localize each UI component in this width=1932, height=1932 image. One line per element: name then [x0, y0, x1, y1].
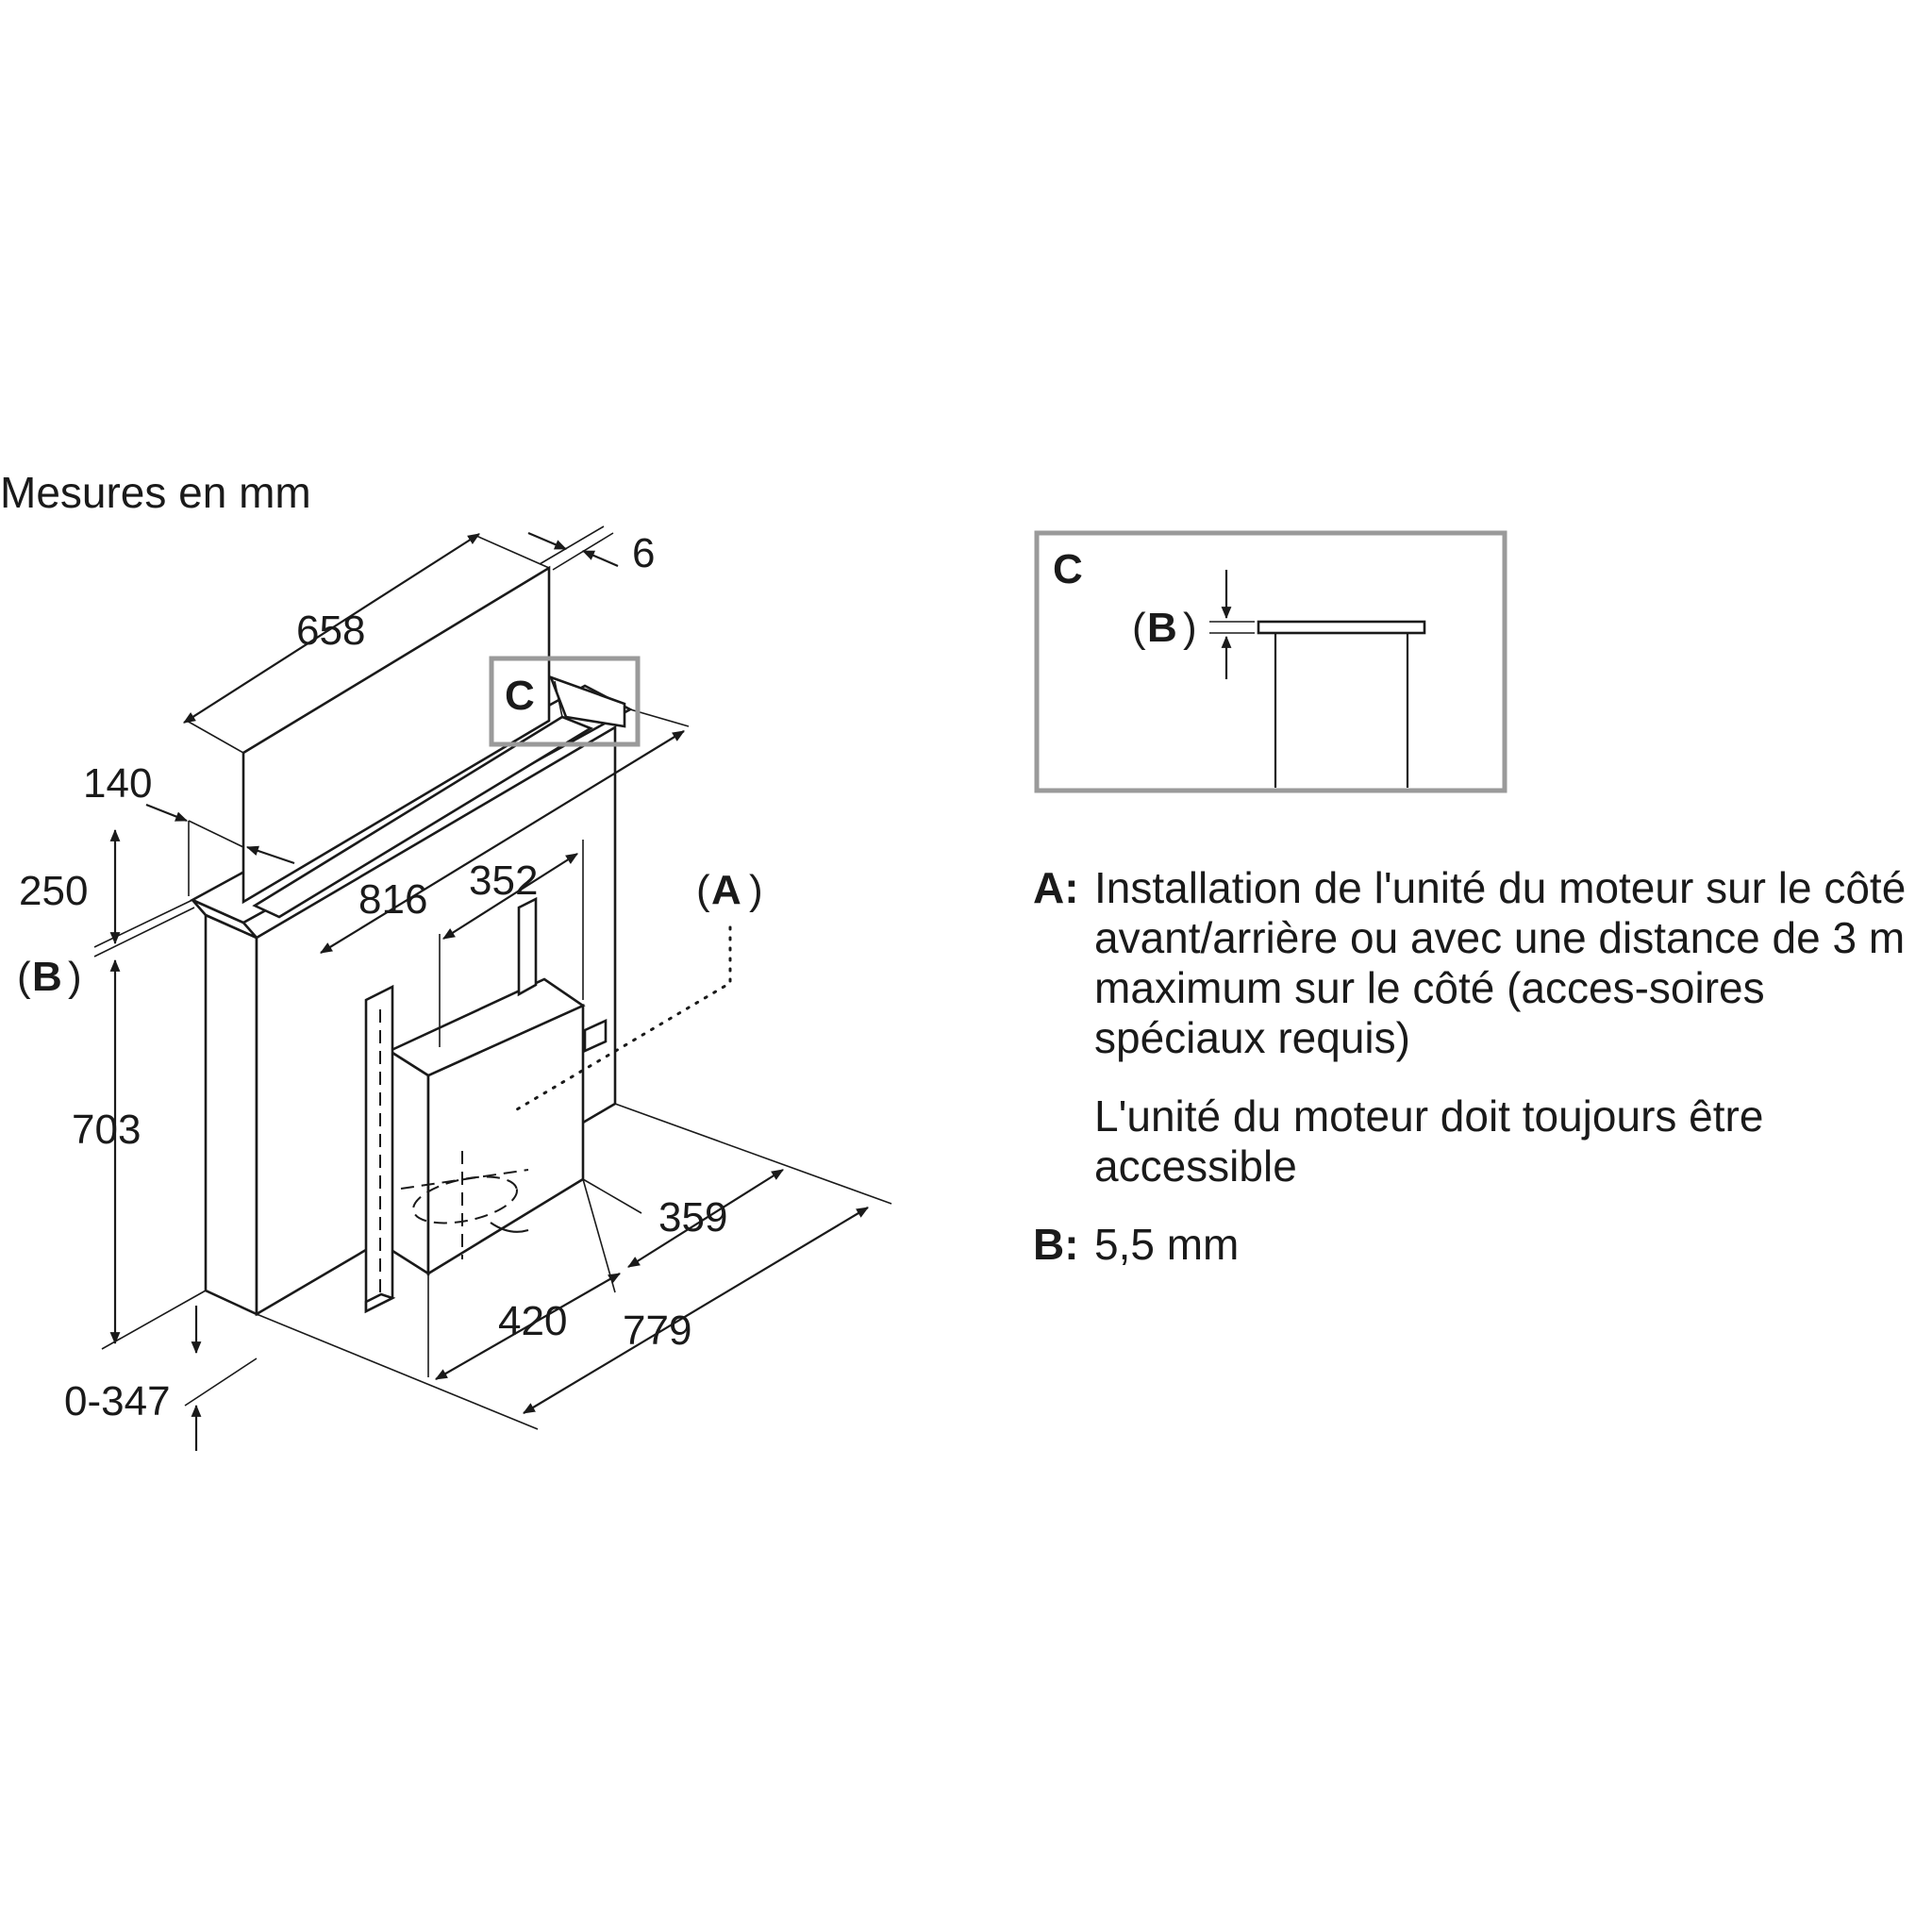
legend-b-text: 5,5 mm — [1094, 1220, 1240, 1269]
detail-c-callout-label: C — [505, 673, 535, 719]
dimension-420: 420 — [498, 1298, 567, 1344]
cabinet-front-face — [204, 912, 258, 1317]
legend-b-key: B: — [1033, 1220, 1079, 1269]
motor-unit-top — [387, 977, 586, 1077]
dimension-b-paren-open: ( — [17, 954, 31, 1000]
dimension-a-paren-open: ( — [696, 867, 710, 913]
downdraft-hood-drawing — [190, 565, 732, 1317]
detail-c-panel: C ( B ) — [1034, 530, 1507, 793]
dimension-a-paren-close: ) — [749, 867, 763, 913]
dimension-779: 779 — [623, 1307, 691, 1354]
dimension-250: 250 — [19, 868, 88, 914]
legend-a-key: A: — [1033, 863, 1079, 912]
legend-a-note: L'unité du moteur doit toujours être acc… — [1094, 1091, 1764, 1191]
dimension-816: 816 — [358, 876, 427, 923]
slot-end-cap — [548, 675, 626, 728]
dimension-658: 658 — [296, 608, 365, 654]
dimension-0-347: 0-347 — [64, 1378, 171, 1424]
motor-connector — [583, 1018, 608, 1054]
detail-c-title: C — [1053, 546, 1083, 592]
dimension-b-paren-close: ) — [68, 954, 82, 1000]
detail-b-paren-close: ) — [1183, 605, 1197, 651]
legend-item-a: A: Installation de l'unité du moteur sur… — [1033, 863, 1929, 1191]
measurement-unit-caption: Mesures en mm — [0, 468, 311, 517]
dimension-lines — [93, 525, 892, 1451]
a-leader-line — [515, 925, 732, 1111]
support-post — [517, 896, 538, 997]
dimension-352: 352 — [469, 858, 538, 904]
detail-c-callout-box — [489, 656, 641, 747]
motor-outlet-ring — [412, 1175, 518, 1224]
dimension-a: A — [711, 867, 741, 913]
legend-a-text: Installation de l'unité du moteur sur le… — [1094, 863, 1907, 1062]
dimension-703: 703 — [72, 1107, 141, 1153]
legend-item-b: B: 5,5 mm — [1033, 1220, 1929, 1270]
dimension-6: 6 — [632, 530, 655, 576]
detail-b-label: B — [1147, 605, 1177, 651]
detail-c-plate — [1257, 620, 1426, 635]
legend: A: Installation de l'unité du moteur sur… — [1033, 863, 1929, 1298]
motor-unit-front — [388, 1048, 430, 1276]
detail-b-paren-open: ( — [1132, 605, 1146, 651]
dimension-359: 359 — [658, 1194, 727, 1241]
dimension-140: 140 — [83, 760, 152, 807]
dimension-b: B — [32, 954, 62, 1000]
